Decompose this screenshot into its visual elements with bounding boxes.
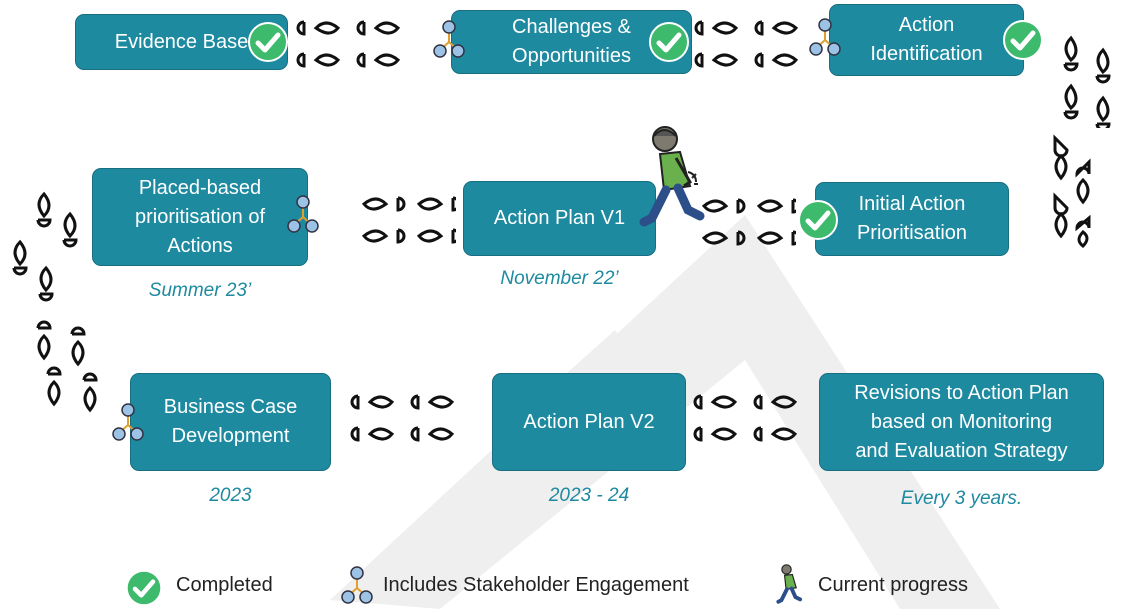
check-icon <box>1003 20 1043 60</box>
footprints-icon <box>350 394 455 442</box>
stage-label: Business Case Development <box>163 396 298 447</box>
stage-label: Revisions to Action Plan based on Monito… <box>854 381 1069 462</box>
footprints-icon <box>694 20 799 68</box>
footprints-icon <box>12 191 78 302</box>
footprints-icon <box>693 394 798 442</box>
legend-completed: Completed <box>176 574 273 596</box>
footprints-icon <box>1063 35 1111 128</box>
date-action-plan-v1: November 22’ <box>500 268 619 289</box>
stage-label: Action Plan V2 <box>523 410 655 433</box>
walking-person-icon <box>639 126 705 227</box>
check-icon <box>798 200 838 240</box>
stage-place-based-prioritisation: Placed-based prioritisation of Actions <box>92 168 308 266</box>
footprints-icon <box>361 196 456 244</box>
stage-label: Challenges & Opportunities <box>512 16 631 67</box>
walking-person-icon <box>776 564 803 604</box>
date-place-based: Summer 23’ <box>148 280 252 301</box>
stage-label: Evidence Base <box>114 30 249 53</box>
check-icon <box>649 22 689 62</box>
stage-action-identification: Action Identification <box>829 4 1024 76</box>
stakeholder-icon <box>112 403 144 441</box>
date-action-plan-v2: 2023 - 24 <box>548 485 630 506</box>
stage-label: Action Plan V1 <box>493 207 626 229</box>
check-icon <box>248 22 288 62</box>
footprints-icon <box>296 20 401 68</box>
stage-business-case: Business Case Development <box>130 373 331 471</box>
date-revisions: Every 3 years. <box>900 488 1023 509</box>
stage-label: Initial Action Prioritisation <box>856 193 968 244</box>
stage-action-plan-v1: Action Plan V1 <box>463 181 656 256</box>
footprints-icon <box>36 320 98 413</box>
stage-revisions: Revisions to Action Plan based on Monito… <box>819 373 1104 471</box>
stakeholder-icon <box>287 195 319 233</box>
stakeholder-icon <box>433 20 465 58</box>
stakeholder-icon <box>341 566 373 604</box>
footprints-icon <box>701 198 796 246</box>
stage-initial-prioritisation: Initial Action Prioritisation <box>815 182 1009 256</box>
date-business-case: 2023 <box>209 485 252 506</box>
check-icon <box>125 569 163 607</box>
stakeholder-icon <box>809 18 841 56</box>
stage-label: Placed-based prioritisation of Actions <box>134 176 266 257</box>
legend-current-progress: Current progress <box>818 574 969 596</box>
stage-label: Action Identification <box>870 14 983 65</box>
stage-action-plan-v2: Action Plan V2 <box>492 373 686 471</box>
footprints-icon <box>1053 134 1091 248</box>
legend-stakeholder: Includes Stakeholder Engagement <box>383 574 689 596</box>
